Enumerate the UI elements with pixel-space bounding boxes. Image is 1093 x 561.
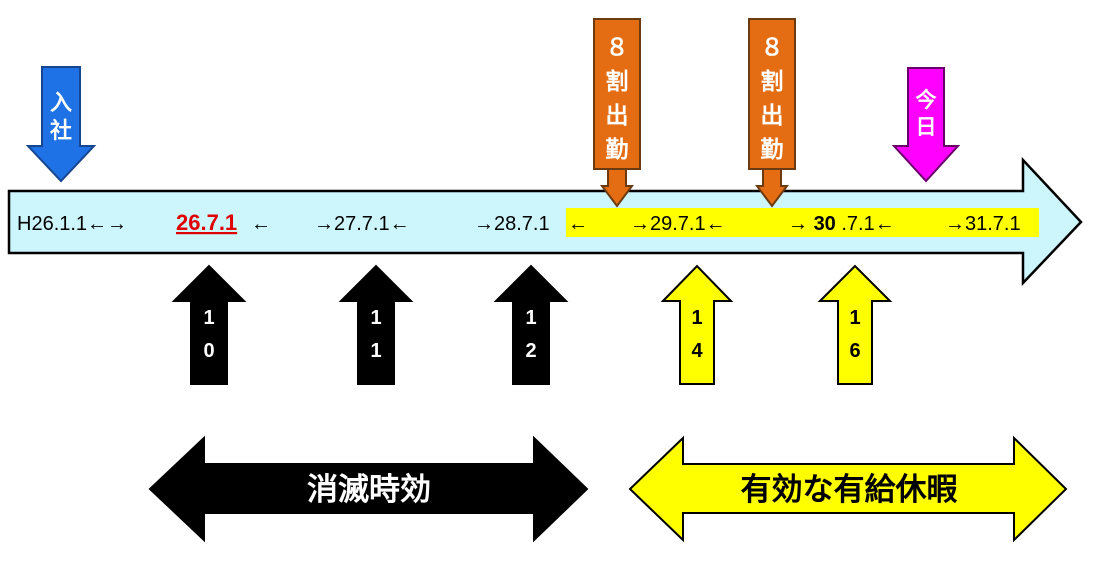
timeline-date-29: →29.7.1← (630, 213, 726, 235)
timeline-date-highlighted: 26.7.1 (176, 210, 237, 235)
grant-16-digit-2: 6 (849, 340, 860, 362)
grant-arrow-shape-11 (338, 264, 414, 385)
grant-10-digit-1: 1 (203, 307, 214, 329)
grant-14-digit-2: 4 (691, 340, 703, 362)
attendance-box-1 (593, 18, 641, 170)
timeline-labels: H26.1.1←→ 26.7.1 ← →27.7.1← →28.7.1 ← →2… (17, 210, 1021, 235)
grant-arrow-11: 1 1 (338, 264, 414, 385)
attendance1-char-2: 割 (606, 68, 629, 95)
grant-11-digit-1: 1 (370, 307, 381, 329)
timeline-arrow (7, 156, 1083, 287)
grant-arrow-12: 1 2 (493, 264, 569, 385)
grant-arrow-shape-14 (660, 264, 734, 385)
grant-10-digit-2: 0 (203, 340, 214, 362)
valid-period-arrow: 有効な有給休暇 (628, 435, 1068, 543)
attendance2-char-4: 勤 (761, 137, 784, 163)
timeline-arrow-left-1: ← (251, 213, 271, 235)
grant-arrow-shape-12 (493, 264, 569, 385)
hire-char-1: 入 (50, 91, 72, 116)
expired-period-label: 消滅時効 (307, 472, 431, 508)
grant-12-digit-2: 2 (525, 340, 536, 362)
timeline-date-28: →28.7.1 (474, 213, 550, 235)
timeline-date-30-year: 30 (814, 213, 836, 235)
valid-period-shape (628, 435, 1068, 543)
timeline-segment-start: H26.1.1←→ (17, 213, 127, 235)
attendance1-char-1: ８ (606, 35, 629, 61)
expired-period-arrow: 消滅時効 (148, 435, 589, 543)
attendance-marker-2: ８ 割 出 勤 (748, 18, 796, 208)
today-marker: 今 日 (891, 67, 961, 183)
grant-arrow-shape-10 (171, 264, 247, 385)
timeline-arrow-left-2: ← (568, 213, 588, 235)
grant-arrow-10: 1 0 (171, 264, 247, 385)
attendance1-char-4: 勤 (606, 137, 629, 163)
hire-marker: 入 社 (25, 66, 97, 183)
grant-16-digit-1: 1 (849, 307, 860, 329)
attendance1-char-3: 出 (606, 103, 629, 129)
grant-14-digit-1: 1 (691, 307, 702, 329)
hire-arrow (25, 66, 97, 183)
hire-char-2: 社 (50, 118, 72, 144)
timeline-date-31: →31.7.1 (945, 213, 1021, 235)
attendance-pointer-1 (600, 168, 634, 208)
attendance-pointer-2 (755, 168, 789, 208)
grant-11-digit-2: 1 (370, 340, 381, 362)
timeline-date-27: →27.7.1← (314, 213, 410, 235)
valid-period-label: 有効な有給休暇 (741, 472, 958, 508)
grant-arrow-16: 1 6 (817, 264, 893, 385)
timeline-date-30-rest: .7.1← (841, 213, 894, 235)
today-char-1: 今 (916, 88, 937, 112)
attendance2-char-2: 割 (761, 68, 784, 95)
timeline-arrow-right: → (788, 213, 808, 235)
today-char-2: 日 (916, 115, 937, 139)
timeline-highlight-band (566, 208, 1039, 237)
today-arrow (891, 67, 961, 183)
grant-12-digit-1: 1 (525, 307, 536, 329)
grant-arrow-14: 1 4 (660, 264, 734, 385)
attendance2-char-1: ８ (761, 35, 784, 61)
grant-arrow-shape-16 (817, 264, 893, 385)
attendance-marker-1: ８ 割 出 勤 (593, 18, 641, 208)
expired-period-shape (148, 435, 589, 543)
attendance2-char-3: 出 (761, 103, 784, 129)
